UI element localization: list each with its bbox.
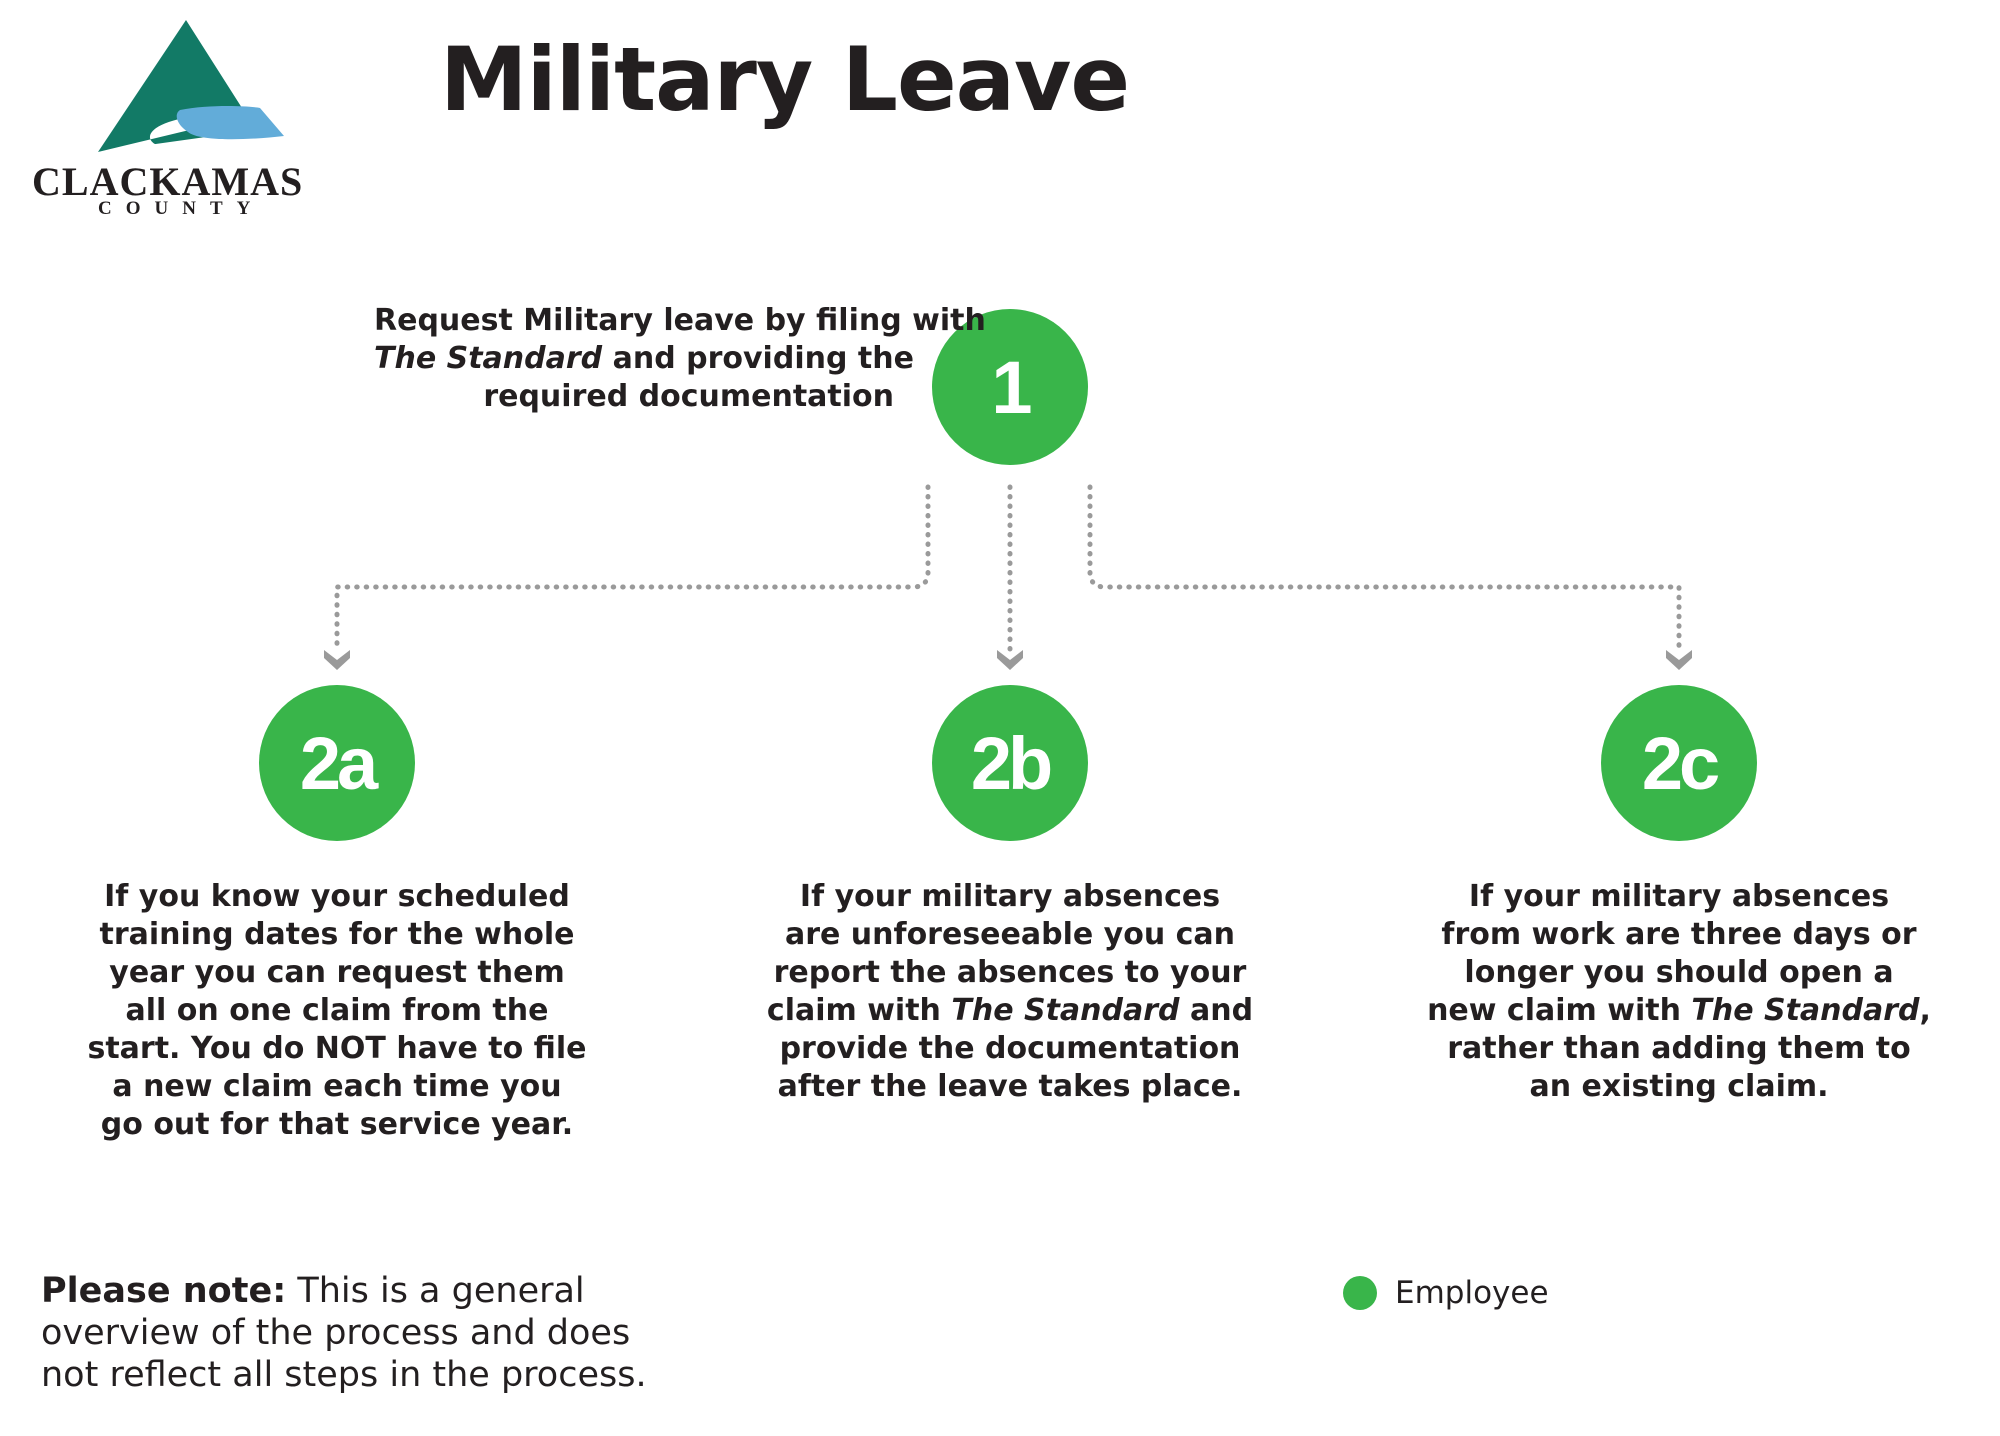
text-span: and providing the bbox=[602, 341, 914, 376]
text-line: an existing claim. bbox=[1529, 1069, 1829, 1104]
text-line: new claim with The Standard, bbox=[1419, 992, 1939, 1030]
text-span: and bbox=[1179, 993, 1254, 1028]
text-line: If your military absences bbox=[1468, 879, 1890, 914]
legend-dot-icon bbox=[1343, 1276, 1377, 1310]
text-line: Please note: This is a general bbox=[41, 1270, 647, 1312]
step-2b-circle: 2b bbox=[932, 685, 1088, 841]
text-line: report the absences to your bbox=[773, 955, 1247, 990]
note-label: Please note: bbox=[41, 1271, 287, 1311]
text-line: provide the documentation bbox=[779, 1031, 1241, 1066]
legend-label: Employee bbox=[1395, 1275, 1549, 1311]
text-line: all on one claim from the bbox=[125, 993, 549, 1028]
step-2c-label: 2c bbox=[1641, 721, 1720, 805]
step-1-text: Request Military leave by filing with Th… bbox=[374, 302, 986, 416]
text-span: claim with bbox=[766, 993, 952, 1028]
the-standard-italic: The Standard bbox=[951, 993, 1180, 1028]
clackamas-county-logo bbox=[98, 20, 284, 153]
text-line: The Standard and providing the bbox=[374, 340, 914, 378]
step-2a-text: If you know your scheduled training date… bbox=[77, 878, 597, 1144]
text-span: new claim with bbox=[1427, 993, 1692, 1028]
step-1-label: 1 bbox=[991, 345, 1032, 429]
text-line: a new claim each time you bbox=[112, 1069, 562, 1104]
the-standard-italic: The Standard bbox=[1691, 993, 1920, 1028]
text-line: start. You do NOT have to file bbox=[87, 1031, 587, 1066]
text-span: , bbox=[1919, 993, 1931, 1028]
step-2c-text: If your military absences from work are … bbox=[1419, 878, 1939, 1106]
step-2a-circle: 2a bbox=[259, 685, 415, 841]
text-line: claim with The Standard and bbox=[750, 992, 1270, 1030]
logo-subtext: COUNTY bbox=[98, 198, 265, 219]
step-2b-text: If your military absences are unforeseea… bbox=[750, 878, 1270, 1106]
connector-to-2a bbox=[334, 484, 931, 653]
logo-text: CLACKAMAS bbox=[32, 159, 304, 204]
connector-to-2c bbox=[1087, 484, 1682, 653]
text-line: are unforeseeable you can bbox=[784, 917, 1236, 952]
text-line: go out for that service year. bbox=[100, 1107, 574, 1142]
text-span: This is a general bbox=[286, 1271, 585, 1311]
text-line: overview of the process and does bbox=[41, 1313, 631, 1353]
arrow-2a-icon bbox=[324, 650, 350, 670]
legend: Employee bbox=[1343, 1275, 1549, 1311]
text-line: after the leave takes place. bbox=[777, 1069, 1243, 1104]
text-line: rather than adding them to bbox=[1447, 1031, 1911, 1066]
step-2b-label: 2b bbox=[970, 721, 1053, 805]
page-title: Military Leave bbox=[440, 28, 1130, 131]
text-line: If you know your scheduled bbox=[104, 879, 570, 914]
text-line: If your military absences bbox=[799, 879, 1221, 914]
text-line: not reflect all steps in the process. bbox=[41, 1355, 647, 1395]
text-line: longer you should open a bbox=[1464, 955, 1894, 990]
please-note: Please note: This is a general overview … bbox=[41, 1270, 647, 1396]
text-line: from work are three days or bbox=[1441, 917, 1917, 952]
step-1-circle: 1 bbox=[932, 309, 1088, 465]
text-line: required documentation bbox=[483, 379, 894, 414]
step-2a-label: 2a bbox=[299, 721, 378, 805]
arrow-2b-icon bbox=[997, 650, 1023, 670]
step-2c-circle: 2c bbox=[1601, 685, 1757, 841]
arrow-2c-icon bbox=[1666, 650, 1692, 670]
text-line: training dates for the whole bbox=[99, 917, 575, 952]
the-standard-italic: The Standard bbox=[374, 341, 603, 376]
text-line: Request Military leave by filing with bbox=[374, 303, 986, 338]
text-line: year you can request them bbox=[109, 955, 565, 990]
